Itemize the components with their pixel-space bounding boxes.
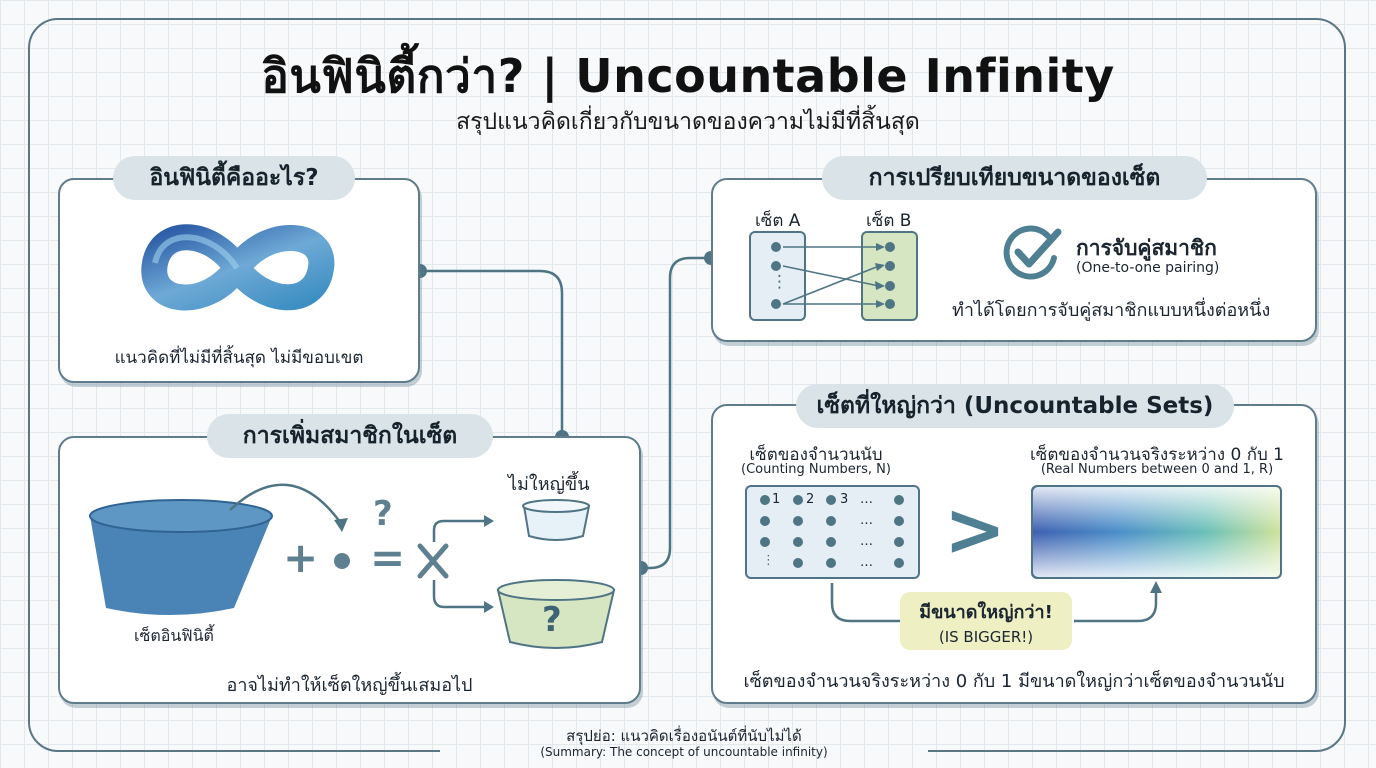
uncountable-caption: เซ็ตของจำนวนจริงระหว่าง 0 กับ 1 มีขนาดให… — [743, 671, 1285, 692]
compare-sets-heading: การเปรียบเทียบขนาดของเซ็ต — [822, 156, 1207, 200]
bigger-th: มีขนาดใหญ่กว่า! — [919, 602, 1053, 623]
grid-ellipsis-3: … — [860, 534, 873, 549]
what-is-infinity-heading: อินฟินิตี้คืออะไร? — [113, 156, 355, 200]
adding-members-diagram — [89, 483, 616, 649]
not-bigger-label: ไม่ใหญ่ขึ้น — [508, 474, 590, 495]
grid-ellipsis-1: … — [860, 492, 873, 507]
real-subtitle: (Real Numbers between 0 and 1, R) — [1040, 462, 1274, 477]
greater-than-sign: > — [944, 487, 1007, 573]
pairing-subtitle: (One-to-one pairing) — [1076, 260, 1220, 276]
arrow-icon — [229, 483, 342, 523]
question-mark: ? — [373, 494, 393, 534]
grid-ellipsis-2: … — [860, 513, 873, 528]
plus-sign: + — [283, 533, 319, 582]
set-b-label: เซ็ต B — [866, 211, 912, 231]
adding-members-panel: อาจไม่ทำให้เซ็ตใหญ่ขึ้นเสมอไป — [58, 436, 641, 704]
counting-grid — [745, 485, 920, 579]
set-a-label: เซ็ต A — [755, 211, 801, 231]
compare-sets-panel — [711, 178, 1317, 342]
grid-number-3: 3 — [840, 492, 849, 507]
summary-line-1: สรุปย่อ: แนวคิดเรื่องอนันต์ที่นับไม่ได้ — [566, 727, 802, 745]
cross-icon — [417, 543, 449, 579]
counting-subtitle: (Counting Numbers, N) — [741, 462, 891, 477]
grid-vdots: ⋮ — [762, 553, 775, 568]
infinity-icon — [141, 224, 335, 311]
equals-sign: = — [370, 533, 406, 582]
bucket-question-mark: ? — [542, 600, 562, 640]
counting-title: เซ็ตของจำนวนนับ — [749, 445, 883, 465]
bucket-icon — [89, 499, 273, 615]
uncountable-heading: เซ็ตที่ใหญ่กว่า (Uncountable Sets) — [796, 384, 1234, 428]
adding-members-heading: การเพิ่มสมาชิกในเซ็ต — [207, 414, 493, 458]
infinity-caption: แนวคิดที่ไม่มีที่สิ้นสุด ไม่มีขอบเขต — [114, 348, 364, 368]
page-title: อินฟินิตี้กว่า? | Uncountable Infinity — [261, 49, 1115, 103]
infinite-set-label: เซ็ตอินฟินิตี้ — [134, 626, 214, 645]
bigger-arrow — [830, 581, 1162, 623]
element-dot — [334, 553, 350, 569]
bigger-badge: มีขนาดใหญ่กว่า! (IS BIGGER!) — [900, 592, 1072, 650]
grid-number-1: 1 — [772, 492, 781, 507]
real-numbers-continuum — [1031, 485, 1282, 579]
page-subtitle: สรุปแนวคิดเกี่ยวกับขนาดของความไม่มีที่สิ… — [456, 109, 920, 135]
adding-caption: อาจไม่ทำให้เซ็ตใหญ่ขึ้นเสมอไป — [226, 675, 473, 696]
pairing-title: การจับคู่สมาชิก — [1076, 236, 1217, 260]
frame-gap — [440, 742, 928, 764]
pairing-caption: ทำได้โดยการจับคู่สมาชิกแบบหนึ่งต่อหนึ่ง — [952, 300, 1271, 321]
pairing-diagram — [749, 231, 918, 321]
summary-line-2: (Summary: The concept of uncountable inf… — [540, 745, 828, 759]
grid-ellipsis-4: … — [860, 555, 873, 570]
checkmark-circle-icon — [1003, 225, 1062, 280]
bigger-en: (IS BIGGER!) — [938, 628, 1034, 646]
set-a-ellipsis: ⋮ — [771, 272, 788, 292]
grid-number-2: 2 — [806, 492, 815, 507]
real-title: เซ็ตของจำนวนจริงระหว่าง 0 กับ 1 — [1030, 445, 1284, 465]
